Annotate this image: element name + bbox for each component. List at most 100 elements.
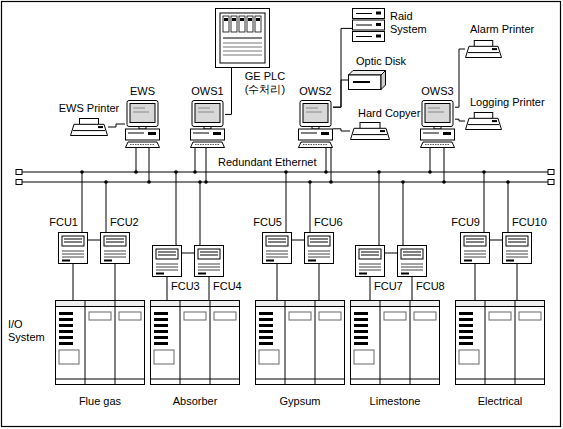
device-label: Limestone — [370, 395, 421, 408]
printer-icon — [465, 112, 502, 130]
connector-line — [490, 240, 502, 241]
printer-icon — [350, 122, 390, 140]
junction-dot — [329, 180, 333, 184]
bus-drop — [176, 172, 177, 245]
bus-drop — [430, 148, 431, 172]
fcu-node: FCU2 — [100, 232, 130, 264]
fcu-node: FCU5 — [262, 232, 292, 264]
device-label: FCU9 — [451, 216, 480, 229]
rack-icon — [350, 300, 440, 385]
fcu-icon — [304, 232, 334, 264]
fcu-node: FCU6 — [304, 232, 334, 264]
cab-node: GE PLC (수처리) — [215, 8, 270, 68]
bus-drop — [206, 148, 207, 182]
fcu-node: FCU4 — [194, 245, 224, 277]
bus-drops — [82, 148, 508, 245]
junction-dot — [147, 180, 151, 184]
connector-line — [455, 49, 465, 107]
fcu-icon — [355, 245, 385, 277]
rack-icon — [150, 300, 240, 385]
disk-icon — [348, 70, 386, 90]
connector-line — [209, 277, 210, 300]
fcu-node: FCU10 — [502, 232, 532, 264]
bus-drop — [484, 172, 485, 232]
device-label: EWS Printer — [59, 102, 120, 115]
printer-node: Hard Copyer — [350, 122, 390, 140]
junction-dot — [80, 170, 84, 174]
device-label: EWS — [130, 85, 155, 98]
bus-terminator — [548, 170, 554, 175]
junction-dot — [324, 170, 328, 174]
fcu-icon — [460, 232, 490, 264]
connector-line — [108, 124, 125, 127]
fcu-node: FCU8 — [397, 245, 427, 277]
connector-line — [88, 240, 100, 241]
device-label: OWS3 — [421, 85, 453, 98]
connector-line — [333, 129, 350, 131]
bus-drop — [508, 182, 509, 232]
connector-line — [319, 264, 320, 300]
pc-icon — [125, 100, 160, 148]
fcu-icon — [262, 232, 292, 264]
bus-drop — [379, 172, 380, 245]
junction-dot — [377, 170, 381, 174]
junction-dot — [104, 180, 108, 184]
junction-dot — [506, 180, 510, 184]
device-label: Optic Disk — [356, 55, 406, 68]
bus-drop — [444, 148, 445, 182]
junction-dot — [482, 170, 486, 174]
disk-node: Optic Disk — [348, 70, 386, 90]
pc-node: OWS2 — [298, 100, 333, 148]
device-label: Absorber — [173, 395, 218, 408]
rack-node: Limestone — [350, 300, 440, 385]
device-label: FCU7 — [374, 280, 403, 293]
system-label: I/O System — [8, 318, 52, 344]
rack-node: Absorber — [150, 300, 240, 385]
connector-line — [370, 277, 371, 300]
pc-icon — [298, 100, 333, 148]
device-label: Raid System — [390, 10, 436, 36]
rack-icon — [255, 300, 345, 385]
device-label: FCU2 — [110, 216, 139, 229]
bus-drop — [149, 148, 150, 182]
junction-dot — [428, 170, 432, 174]
raid-icon — [352, 8, 385, 42]
fcu-icon — [152, 245, 182, 277]
junction-dot — [198, 180, 202, 184]
printer-node: Alarm Printer — [465, 40, 502, 58]
fcu-node: FCU3 — [152, 245, 182, 277]
bus-terminator — [16, 180, 22, 185]
printer-icon — [70, 118, 108, 136]
fcu-node: FCU7 — [355, 245, 385, 277]
bus-terminator — [16, 170, 22, 175]
printer-icon — [465, 40, 502, 58]
pc-node: OWS3 — [420, 100, 455, 148]
connector-line — [73, 264, 74, 300]
connector-line — [225, 68, 232, 114]
device-label: Alarm Printer — [470, 23, 534, 36]
raid-node: Raid System — [352, 8, 385, 42]
pc-node: EWS — [125, 100, 160, 148]
connector-line — [455, 119, 465, 121]
bus-drop — [326, 148, 327, 172]
pc-icon — [420, 100, 455, 148]
device-label: Electrical — [478, 395, 523, 408]
connector-line — [115, 264, 116, 300]
connector-line — [277, 264, 278, 300]
ethernet-bus — [22, 181, 548, 182]
printer-node: EWS Printer — [70, 118, 108, 136]
junction-dot — [193, 170, 197, 174]
fcu-icon — [100, 232, 130, 264]
printer-node: Logging Printer — [465, 112, 502, 130]
connector-line — [475, 264, 476, 300]
fcu-node: FCU1 — [58, 232, 88, 264]
connector-line — [167, 277, 168, 300]
bus-drop — [195, 148, 196, 172]
bus-drop — [136, 148, 137, 172]
junction-dot — [308, 180, 312, 184]
bus-terminator — [548, 180, 554, 185]
bus-drop — [106, 182, 107, 232]
device-label: FCU1 — [49, 216, 78, 229]
fcu-icon — [58, 232, 88, 264]
